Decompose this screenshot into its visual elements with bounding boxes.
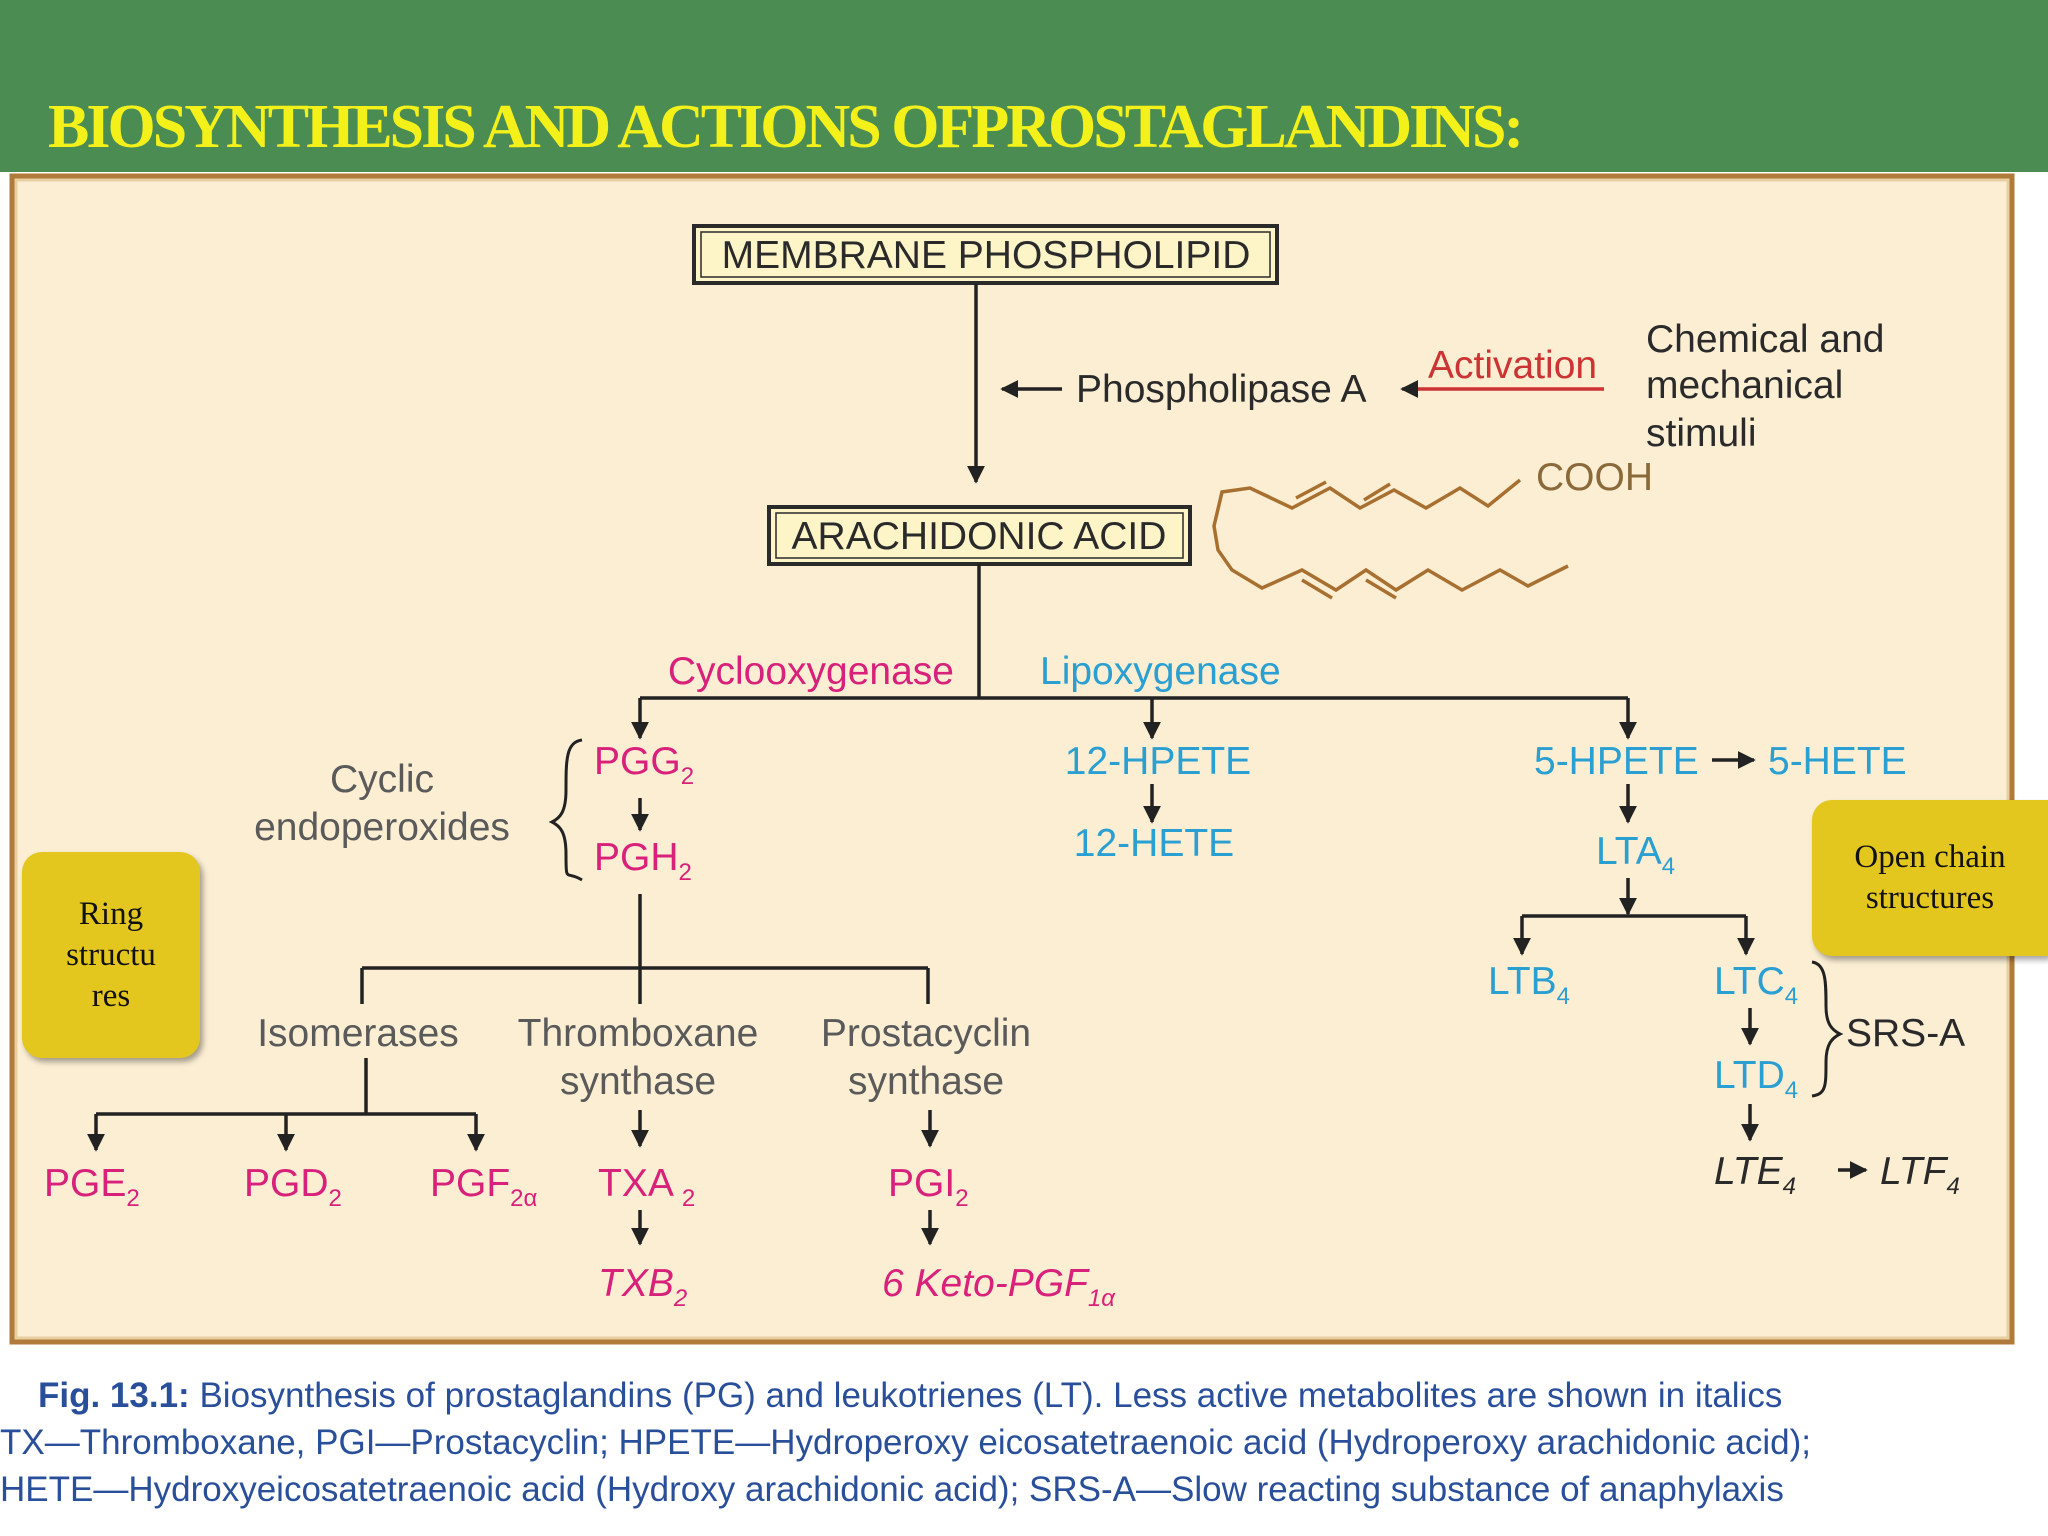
caption-line-1: Biosynthesis of prostaglandins (PG) and … [199,1376,1783,1415]
figure-label: Fig. 13.1: [38,1376,190,1415]
pgg2-label: PGG2 [594,740,694,790]
caption-line-2: TX—Thromboxane, PGI—Prostacyclin; HPETE—… [0,1423,1811,1462]
arachidonic-acid-structure [1212,478,1569,600]
membrane-phospholipid-label: MEMBRANE PHOSPHOLIPID [722,234,1251,277]
ltd4-label: LTD4 [1714,1054,1798,1104]
cyclic-endoperoxides-brace [548,738,583,882]
lte4-label: LTE4 [1714,1150,1796,1200]
srs-a-label: SRS-A [1846,1012,1965,1055]
thromboxane-synthase-label-1: Thromboxane [518,1012,759,1055]
prostacyclin-synthase-label-2: synthase [848,1060,1004,1103]
prostacyclin-synthase-label-1: Prostacyclin [821,1012,1031,1055]
pge2-label: PGE2 [44,1162,140,1212]
5-hpete-label: 5-HPETE [1534,740,1699,783]
pgf2a-label: PGF2α [430,1162,538,1212]
ltf4-label: LTF4 [1880,1150,1960,1200]
phospholipase-label: Phospholipase A [1076,368,1367,411]
caption-line-3: HETE—Hydroxyeicosatetraenoic acid (Hydro… [0,1470,1784,1509]
cyclooxygenase-label: Cyclooxygenase [668,650,954,693]
title-bar [0,0,2048,172]
isomerases-label: Isomerases [257,1012,459,1055]
srs-a-brace [1811,960,1844,1098]
pgh2-label: PGH2 [594,836,692,886]
lipoxygenase-label: Lipoxygenase [1040,650,1281,693]
txb2-label: TXB2 [598,1262,687,1312]
activation-label: Activation [1428,344,1597,387]
12-hpete-label: 12-HPETE [1065,740,1251,783]
stimuli-label-3: stimuli [1646,412,1757,455]
cooh-label: COOH [1536,456,1653,499]
endoperoxides-label: endoperoxides [254,806,510,849]
ring-structures-note: Ring structu res [22,852,200,1058]
pgi2-label: PGI2 [888,1162,969,1212]
slide-title: BIOSYNTHESIS AND ACTIONS OFPROSTAGLANDIN… [48,93,1524,161]
ltb4-label: LTB4 [1488,960,1570,1010]
6-keto-pgf1a-label: 6 Keto-PGF1α [882,1262,1116,1312]
12-hete-label: 12-HETE [1074,822,1234,865]
pgd2-label: PGD2 [244,1162,342,1212]
lta4-label: LTA4 [1596,830,1675,880]
membrane-phospholipid-box [692,224,1279,285]
arachidonic-acid-label: ARACHIDONIC ACID [792,515,1167,558]
ltc4-label: LTC4 [1714,960,1798,1010]
open-chain-structures-note: Open chain structures [1812,800,2048,956]
stimuli-label-2: mechanical [1646,364,1843,407]
thromboxane-synthase-label-2: synthase [560,1060,716,1103]
cyclic-label: Cyclic [330,758,434,801]
5-hete-label: 5-HETE [1768,740,1907,783]
diagram-panel [9,173,2015,1345]
stimuli-label-1: Chemical and [1646,318,1884,361]
